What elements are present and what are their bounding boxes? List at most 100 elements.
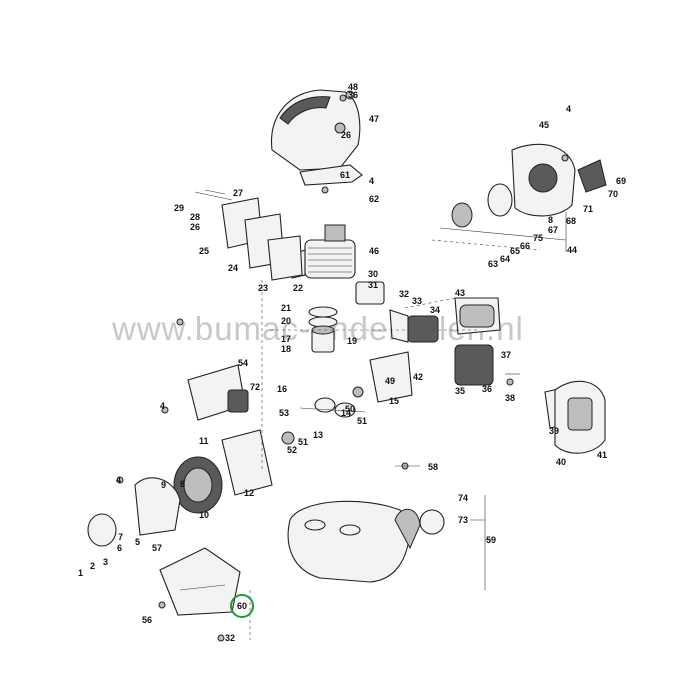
callout-19: 19 [347,336,357,346]
callout-48: 48 [348,82,358,92]
callout-36b: 36 [482,384,492,394]
callout-52: 52 [287,445,297,455]
callout-4b: 4 [369,176,374,186]
tank-block [187,364,249,421]
bracket-59 [470,495,492,590]
callout-10: 10 [199,510,209,520]
callout-73: 73 [458,515,468,525]
callout-31: 31 [368,280,378,290]
callout-63: 63 [488,259,498,269]
callout-49: 49 [385,376,395,386]
callout-54: 54 [238,358,248,368]
callout-15: 15 [389,396,399,406]
callout-70: 70 [608,189,618,199]
callout-26a: 26 [341,130,351,140]
callout-16: 16 [277,384,287,394]
callout-2: 2 [90,561,95,571]
callout-57: 57 [152,543,162,553]
callout-47: 47 [369,114,379,124]
callout-25: 25 [199,246,209,256]
callout-8a: 8 [548,215,553,225]
callout-71: 71 [583,204,593,214]
flywheel-group [87,429,295,547]
callout-38: 38 [505,393,515,403]
callout-6: 6 [117,543,122,553]
callout-51a: 51 [357,416,367,426]
crankshaft [299,386,366,418]
callout-28: 28 [190,212,200,222]
callout-66: 66 [520,241,530,251]
callout-75: 75 [533,233,543,243]
highlight-ring [230,594,254,618]
fasteners [116,94,569,642]
callout-22: 22 [293,283,303,293]
callout-46: 46 [369,246,379,256]
callout-1: 1 [78,568,83,578]
callout-29: 29 [174,203,184,213]
callout-53: 53 [279,408,289,418]
callout-4d: 4 [116,475,121,485]
fuel-tank [287,500,445,583]
callout-7: 7 [118,532,123,542]
callout-21: 21 [281,303,291,313]
callout-30: 30 [368,269,378,279]
callout-61: 61 [340,170,350,180]
callout-9: 9 [161,480,166,490]
bottom-guard [159,547,241,616]
callout-45: 45 [539,120,549,130]
callout-26b: 26 [190,222,200,232]
callout-32b: 32 [225,633,235,643]
callout-60: 60 [237,601,247,611]
callout-13: 13 [313,430,323,440]
callout-74: 74 [458,493,468,503]
callout-labels: 1 2 3 4 4 4 4 5 6 7 8 8 9 10 11 12 13 14… [78,82,626,643]
callout-37: 37 [501,350,511,360]
callout-69: 69 [616,176,626,186]
callout-3: 3 [103,557,108,567]
callout-8b: 8 [180,479,185,489]
carburettor-group [355,281,501,343]
callout-44: 44 [567,245,577,255]
engine-cover [271,89,363,186]
callout-17: 17 [281,334,291,344]
callout-50: 50 [345,404,355,414]
callout-32a: 32 [399,289,409,299]
callout-34: 34 [430,305,440,315]
piston-rings [308,306,338,353]
callout-64: 64 [500,254,510,264]
bracket-44 [439,212,567,252]
callout-51b: 51 [298,437,308,447]
muffler-parts [194,191,303,281]
callout-24: 24 [228,263,238,273]
callout-39: 39 [549,426,559,436]
callout-4a: 4 [566,104,571,114]
crankcase-right [369,344,606,454]
callout-41: 41 [597,450,607,460]
callout-72: 72 [250,382,260,392]
callout-67: 67 [548,225,558,235]
callout-27: 27 [233,188,243,198]
assembly-lines [249,239,541,640]
callout-4c: 4 [160,401,165,411]
callout-12: 12 [244,488,254,498]
callout-59: 59 [486,535,496,545]
starter-assembly [451,143,607,228]
callout-56: 56 [142,615,152,625]
callout-40: 40 [556,457,566,467]
callout-58: 58 [428,462,438,472]
callout-33: 33 [412,296,422,306]
callout-42: 42 [413,372,423,382]
callout-14: 14 [341,408,351,418]
callout-65: 65 [510,246,520,256]
callout-5: 5 [135,537,140,547]
callout-23: 23 [258,283,268,293]
callout-43: 43 [455,288,465,298]
callout-62: 62 [369,194,379,204]
callout-68: 68 [566,216,576,226]
callout-20: 20 [281,316,291,326]
callout-36a: 36 [348,90,358,100]
callout-18: 18 [281,344,291,354]
callout-11: 11 [199,436,209,446]
